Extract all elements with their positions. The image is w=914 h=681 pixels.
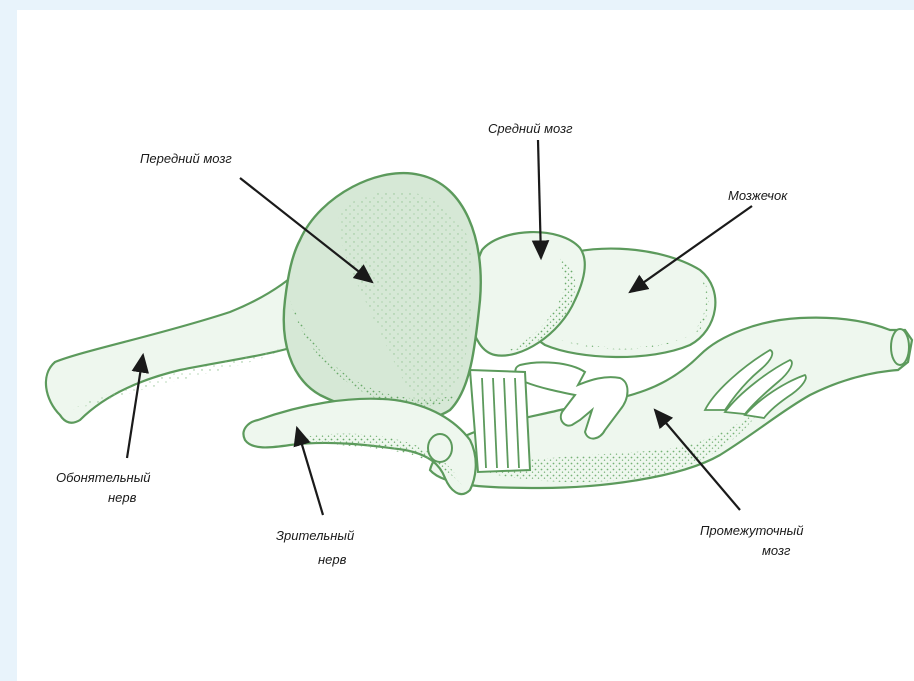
olfactory-nerve-shape <box>46 265 319 423</box>
label-forebrain: Передний мозг <box>140 151 232 166</box>
label-optic-line1: Зрительный <box>276 528 354 543</box>
label-optic-line2: нерв <box>318 552 347 567</box>
label-cerebellum: Мозжечок <box>728 188 788 203</box>
label-midbrain: Средний мозг <box>488 121 573 136</box>
spinal-cord-end <box>891 329 909 365</box>
optic-chiasm-bulb <box>428 434 452 462</box>
label-diencephalon-line2: мозг <box>762 543 791 558</box>
brain-stem <box>470 370 530 472</box>
label-olfactory-line2: нерв <box>108 490 137 505</box>
label-olfactory-line1: Обонятельный <box>56 470 151 485</box>
label-diencephalon-line1: Промежуточный <box>700 523 803 538</box>
